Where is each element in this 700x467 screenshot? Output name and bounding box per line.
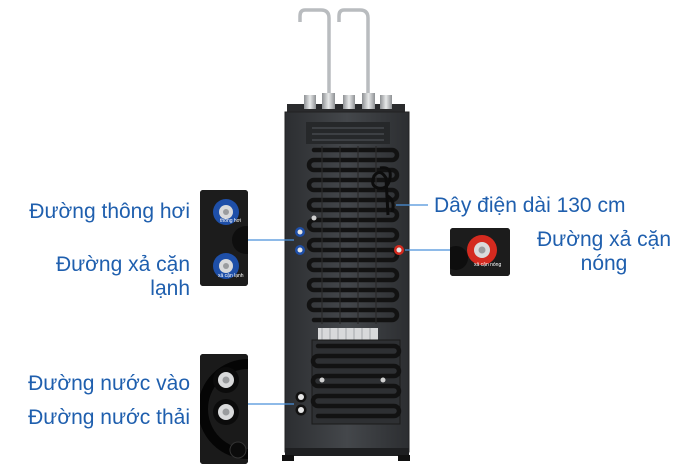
label-cold-drain-line2: lạnh (150, 277, 190, 300)
label-water-in: Đường nước vào (28, 372, 190, 395)
label-hot-drain: Đường xả cặn nóng (524, 228, 684, 276)
cold-drain-valve-small (295, 245, 305, 255)
faucet-left (298, 8, 331, 104)
label-waste-water: Đường nước thải (28, 406, 190, 429)
hot-drain-valve-text: xả cặn nóng (474, 262, 502, 268)
condenser-coil (306, 147, 400, 323)
label-vent-line: Đường thông hơi (29, 200, 190, 223)
vent-valve-text: thông hơi (220, 218, 242, 224)
inset-vent-cold-drain: thông hơi xả cặn lạnh (200, 190, 248, 286)
inlet-outlet-valves-small (295, 391, 307, 416)
label-power-cord: Dây điện dài 130 cm (434, 194, 626, 217)
lower-coil (310, 343, 402, 419)
cold-drain-valve-text: xả cặn lạnh (218, 273, 244, 279)
label-hot-drain-line1: Đường xả cặn (536, 228, 672, 251)
hot-drain-valve-small (394, 245, 404, 255)
label-cold-drain-line1: Đường xả cặn (55, 253, 190, 276)
label-cold-drain: Đường xả cặn lạnh (56, 253, 190, 301)
power-cord (371, 166, 395, 216)
inset-inlet-waste (200, 354, 248, 464)
label-hot-drain-line2: nóng (580, 252, 628, 275)
vent-valve-small (295, 227, 305, 237)
faucet-right (337, 8, 370, 104)
inset-hot-drain: xả cặn nóng (450, 228, 510, 276)
top-fittings (304, 93, 392, 109)
